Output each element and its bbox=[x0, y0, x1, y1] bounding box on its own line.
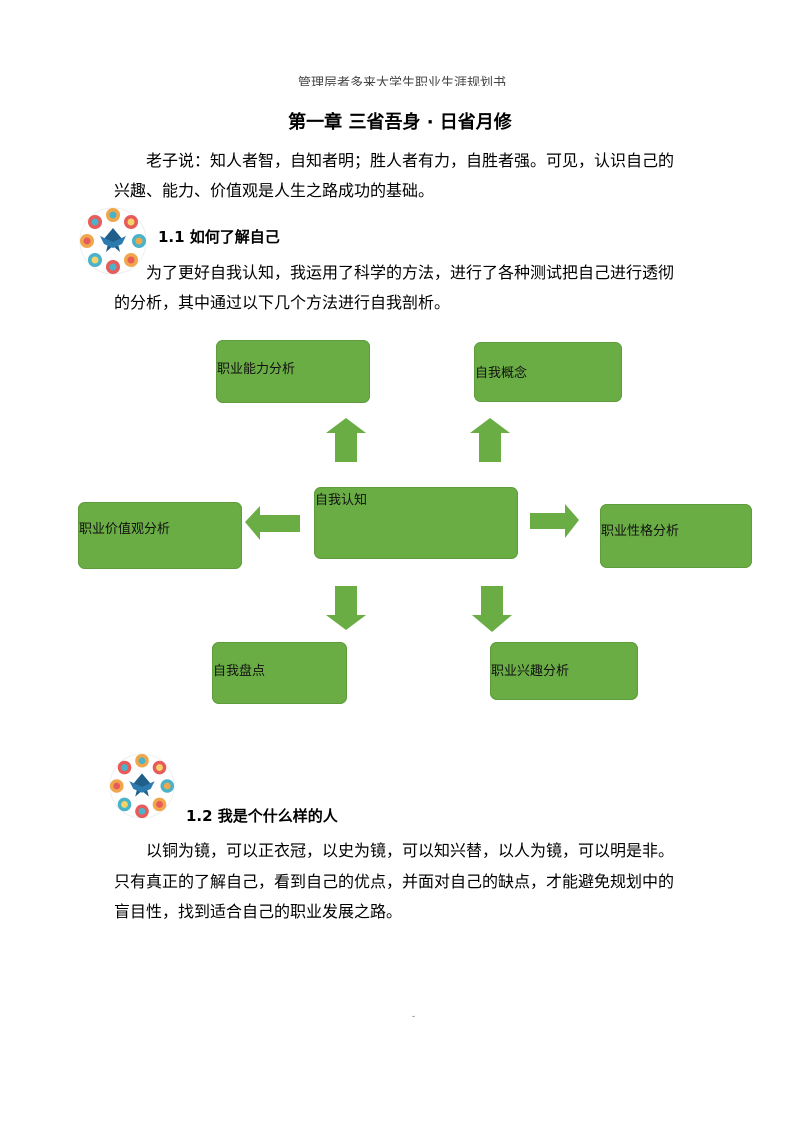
box-label: 职业性格分析 bbox=[601, 524, 680, 539]
box-career-ability: 职业能力分析 bbox=[216, 340, 370, 403]
box-career-personality: 职业性格分析 bbox=[600, 504, 752, 568]
section-1-title: 1.1 如何了解自己 bbox=[158, 228, 280, 246]
section-1-line-1: 为了更好自我认知，我运用了科学的方法，进行了各种测试把自己进行透彻 bbox=[146, 263, 675, 282]
box-label: 职业兴趣分析 bbox=[491, 664, 570, 679]
arrow-right-icon bbox=[530, 504, 579, 538]
section-2-title: 1.2 我是个什么样的人 bbox=[186, 807, 338, 825]
box-label: 自我盘点 bbox=[213, 664, 266, 679]
intro-line-1: 老子说：知人者智，自知者明；胜人者有力，自胜者强。可见，认识自己的 bbox=[146, 151, 675, 170]
page-footer-mark: - bbox=[412, 1012, 416, 1022]
section-2-line-2: 只有真正的了解自己，看到自己的优点，并面对自己的缺点，才能避免规划中的 bbox=[114, 872, 675, 891]
decorative-emblem-icon bbox=[79, 207, 147, 275]
box-label: 职业价值观分析 bbox=[79, 522, 171, 537]
arrow-up-right-icon bbox=[470, 418, 510, 462]
section-1-line-2: 的分析，其中通过以下几个方法进行自我剖析。 bbox=[114, 293, 451, 312]
self-awareness-diagram: 职业能力分析 自我概念 自我认知 职业价值观分析 职业性格分析 自我盘点 职业兴… bbox=[0, 330, 800, 710]
box-career-interest: 职业兴趣分析 bbox=[490, 642, 638, 700]
box-label: 自我认知 bbox=[315, 493, 368, 508]
intro-line-2: 兴趣、能力、价值观是人生之路成功的基础。 bbox=[114, 181, 435, 200]
arrow-left-icon bbox=[245, 506, 300, 540]
chapter-title: 第一章 三省吾身 · 日省月修 bbox=[288, 112, 512, 133]
box-label: 职业能力分析 bbox=[217, 362, 296, 377]
arrow-down-left-icon bbox=[326, 586, 366, 630]
section-2-line-3: 盲目性，找到适合自己的职业发展之路。 bbox=[114, 902, 403, 921]
box-label: 自我概念 bbox=[475, 366, 528, 381]
box-career-values: 职业价值观分析 bbox=[78, 502, 242, 569]
box-self-awareness: 自我认知 bbox=[314, 487, 518, 559]
arrow-up-left-icon bbox=[326, 418, 366, 462]
decorative-emblem-icon bbox=[109, 753, 175, 819]
box-self-inventory: 自我盘点 bbox=[212, 642, 347, 704]
diagram-arrows bbox=[245, 418, 579, 632]
section-2-line-1: 以铜为镜，可以正衣冠，以史为镜，可以知兴替，以人为镜，可以明是非。 bbox=[146, 841, 675, 860]
arrow-down-right-icon bbox=[472, 586, 512, 632]
running-header: 管理层者多来大学生职业生涯规划书 bbox=[298, 76, 507, 86]
box-self-concept: 自我概念 bbox=[474, 342, 622, 402]
